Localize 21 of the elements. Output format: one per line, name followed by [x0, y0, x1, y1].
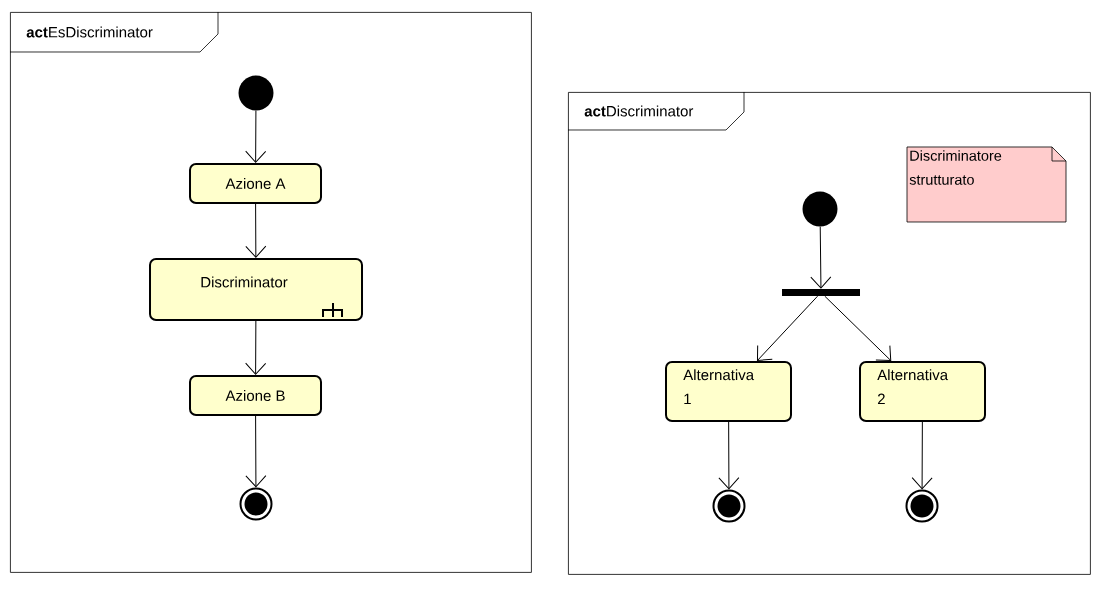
- final-node: [712, 489, 746, 523]
- action-box: Azione B: [189, 375, 322, 416]
- action-box: Alternativa 2: [859, 361, 986, 422]
- arrow: [245, 320, 267, 375]
- arrow: [810, 226, 832, 289]
- arrow: [718, 421, 740, 490]
- arrow: [245, 415, 267, 488]
- final-node: [905, 489, 939, 523]
- fork-bar: [782, 289, 860, 296]
- arrow: [911, 421, 933, 490]
- note: Discriminatore strutturato: [906, 146, 1067, 223]
- arrow: [756, 295, 819, 361]
- initial-node: [238, 75, 274, 111]
- arrow: [824, 295, 892, 361]
- action-box: Alternativa 1: [665, 361, 792, 422]
- final-node: [239, 487, 273, 521]
- action-box: Azione A: [189, 163, 322, 204]
- initial-node: [802, 191, 838, 227]
- action-box: Discriminator: [149, 258, 363, 321]
- arrow: [245, 203, 267, 258]
- arrow: [245, 110, 267, 163]
